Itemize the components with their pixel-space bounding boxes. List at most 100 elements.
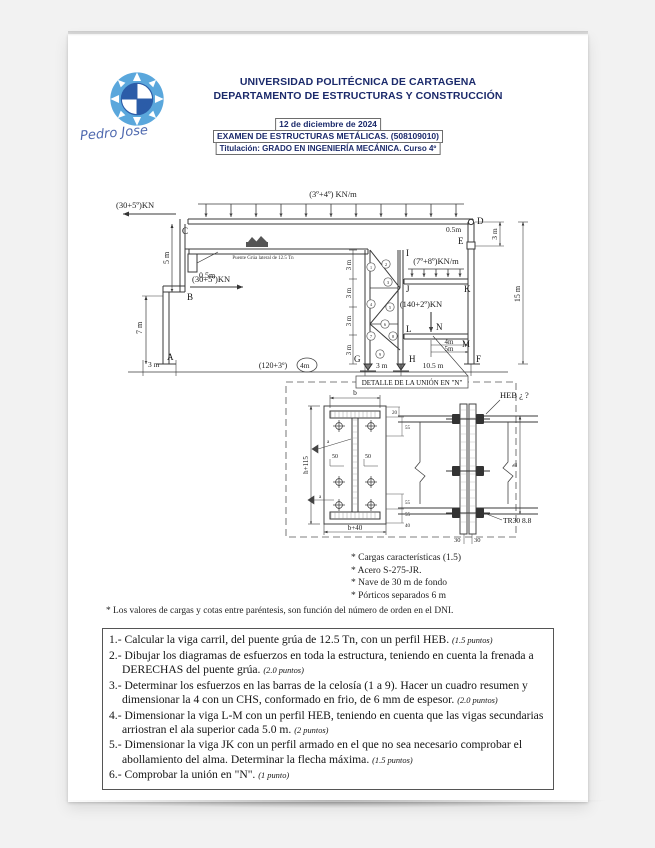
notes-list: * Cargas características (1.5) * Acero S… xyxy=(351,552,566,602)
dim-truss-3: 3 m xyxy=(345,315,353,326)
dim-b-to-c: 5 m xyxy=(162,251,171,264)
notes-footnote: * Los valores de cargas y cotas entre pa… xyxy=(106,606,454,616)
question-item: 3.- Determinar los esfuerzos en las barr… xyxy=(109,679,547,708)
truss-member-4: 4 xyxy=(370,302,373,307)
node-label-B: B xyxy=(187,292,193,302)
load-label-left-top: (30+5º)KN xyxy=(116,200,154,210)
detail-dim-h: h xyxy=(511,463,519,467)
dim-n-4m: 4m xyxy=(445,338,455,346)
node-label-G: G xyxy=(354,354,361,364)
dim-a-to-b: 7 m xyxy=(135,321,144,334)
node-label-A: A xyxy=(167,352,174,362)
dim-g-to-h: 3 m xyxy=(376,361,388,370)
node-label-L: L xyxy=(406,324,412,334)
truss-member-6: 6 xyxy=(384,322,387,327)
note-item: * Cargas características (1.5) xyxy=(351,553,462,563)
detail-dim-b40: b+40 xyxy=(348,524,363,532)
dim-base-left: 3 m xyxy=(148,360,160,369)
question-text: Dimensionar la viga L-M con un perfil HE… xyxy=(122,708,544,736)
question-points: (2.0 puntos) xyxy=(457,695,498,705)
truss-member-1: 1 xyxy=(370,265,373,270)
question-points: (1 punto) xyxy=(258,771,290,781)
detail-dim-20: 20 xyxy=(392,411,398,416)
degree-box: Titulación: GRADO EN INGENIERÍA MECÁNICA… xyxy=(215,142,441,155)
detail-50-right: 50 xyxy=(365,454,371,460)
question-number: 3.- xyxy=(109,678,122,692)
detail-dim-55a: 55 xyxy=(405,426,411,431)
detail-gap-right: 30 xyxy=(474,537,481,544)
question-item: 5.- Dimensionar la viga JK con un perfil… xyxy=(109,738,547,767)
question-text: Calcular la viga carril, del puente grúa… xyxy=(124,633,450,646)
detail-gap-left: 30 xyxy=(454,537,461,544)
crane-beam-label: Puente Grúa lateral de 12.5 Tn xyxy=(232,256,294,261)
question-text: Determinar los esfuerzos en las barras d… xyxy=(122,678,528,706)
node-label-F: F xyxy=(476,354,481,364)
detail-weld-a2: a xyxy=(319,495,322,500)
dim-h-to-f: 10.5 m xyxy=(423,361,444,370)
dim-truss-1: 3 m xyxy=(345,259,353,270)
truss-member-8: 8 xyxy=(392,334,395,339)
question-points: (1.5 puntos) xyxy=(452,636,493,645)
question-number: 4.- xyxy=(109,708,122,722)
node-label-I: I xyxy=(406,248,409,258)
node-label-H: H xyxy=(409,354,416,364)
truss-member-7: 7 xyxy=(370,334,373,339)
truss-member-2: 2 xyxy=(385,262,388,267)
university-name: UNIVERSIDAD POLITÉCNICA DE CARTAGENA xyxy=(239,76,477,88)
questions-box: 1.- Calcular la viga carril, del puente … xyxy=(102,628,554,791)
scanned-exam-page: UNIVERSIDAD POLITÉCNICA DE CARTAGENA DEP… xyxy=(64,31,605,808)
question-number: 6.- xyxy=(109,768,122,782)
department-name: DEPARTAMENTO DE ESTRUCTURAS Y CONSTRUCCI… xyxy=(213,89,503,102)
node-label-M: M xyxy=(462,339,470,349)
node-label-E: E xyxy=(458,236,464,246)
dim-span-bottom-hand: 4m xyxy=(300,361,310,370)
question-number: 5.- xyxy=(109,738,122,752)
note-item: * Pórticos separados 6 m xyxy=(351,590,446,601)
question-text: Dimensionar la viga JK con un perfil arm… xyxy=(122,738,523,766)
detail-title: DETALLE DE LA UNIÓN EN "N" xyxy=(362,379,463,387)
truss-member-5: 5 xyxy=(389,305,392,310)
detail-50-left: 50 xyxy=(332,454,338,460)
node-label-N: N xyxy=(436,322,443,332)
question-number: 2.- xyxy=(109,648,122,662)
dim-span-bottom: (120+3º) xyxy=(259,361,288,370)
handwritten-circle-annotation xyxy=(296,357,318,373)
detail-weld-a: a xyxy=(327,440,330,445)
question-text: Comprobar la unión en "N". xyxy=(124,768,256,782)
question-points: (1.5 puntos) xyxy=(372,755,413,765)
detail-dim-b: b xyxy=(353,388,357,397)
handwritten-student-name: Pedro Jose xyxy=(79,123,149,144)
node-label-C: C xyxy=(182,226,188,236)
dim-top-right-offset: 0.5m xyxy=(446,225,461,234)
question-points: (2.0 puntos) xyxy=(263,665,304,675)
question-points: (2 puntos) xyxy=(294,725,329,735)
dim-crane-offset: 0.5m xyxy=(199,271,216,280)
detail-dim-40: 40 xyxy=(405,524,411,529)
truss-member-3: 3 xyxy=(387,280,390,285)
node-label-D: D xyxy=(477,216,484,226)
dim-d-to-e: 3 m xyxy=(490,228,499,240)
page-title: UNIVERSIDAD POLITÉCNICA DE CARTAGENA DEP… xyxy=(178,76,538,103)
truss-member-9: 9 xyxy=(379,352,382,357)
load-label-point-N: (140+2º)KN xyxy=(400,299,442,309)
question-number: 1.- xyxy=(109,633,122,646)
dim-right-height: 15 m xyxy=(513,285,522,302)
node-label-J: J xyxy=(406,284,410,294)
note-item: * Nave de 30 m de fondo xyxy=(351,578,448,589)
question-text: Dibujar los diagramas de esfuerzos en to… xyxy=(122,648,534,676)
load-label-top-udl: (3º+4º) KN/m xyxy=(309,189,357,199)
note-item: * Acero S-275-JR. xyxy=(351,565,422,576)
detail-dim-55b: 55 xyxy=(405,501,411,506)
load-label-left-mid: (30+5º)KN xyxy=(192,274,230,284)
question-item: 1.- Calcular la viga carril, del puente … xyxy=(109,633,547,648)
dim-truss-4: 3 m xyxy=(345,344,353,355)
detail-bolt-label: TR30 8.8 xyxy=(503,516,532,525)
dim-n-5m: 5m xyxy=(445,345,455,353)
question-item: 6.- Comprobar la unión en "N". (1 punto) xyxy=(109,768,547,783)
upct-shield-logo xyxy=(108,70,166,128)
question-item: 2.- Dibujar los diagramas de esfuerzos e… xyxy=(109,649,547,678)
detail-heb-label: HEB ¿ ? xyxy=(500,390,529,400)
detail-dim-55c: 55 xyxy=(405,513,411,518)
detail-dim-h115: h+115 xyxy=(302,456,310,474)
structural-drawing: (3º+4º) KN/m (30+5º)KN C B A xyxy=(68,164,588,544)
